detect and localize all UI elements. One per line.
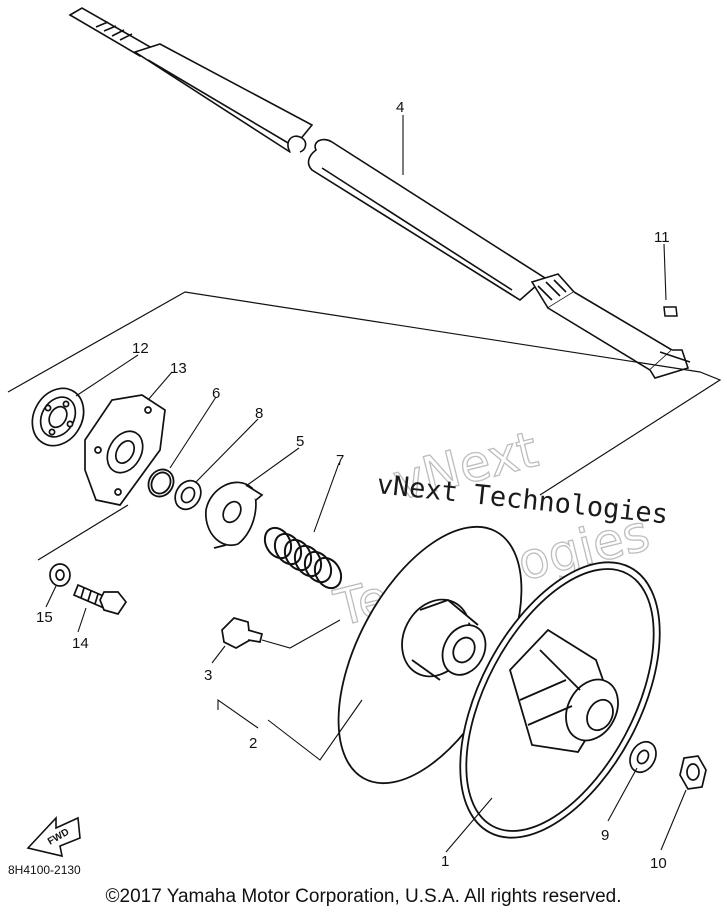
callout-4: 4 — [396, 99, 404, 116]
callout-7: 7 — [336, 452, 344, 469]
slider — [221, 617, 264, 649]
callout-13: 13 — [170, 360, 187, 377]
collar — [174, 479, 202, 511]
forward-direction-arrow: FWD — [26, 815, 81, 858]
copyright-notice: ©2017 Yamaha Motor Corporation, U.S.A. A… — [105, 886, 622, 907]
callout-14: 14 — [72, 635, 89, 652]
nut — [679, 755, 707, 790]
callout-1: 1 — [441, 853, 449, 870]
callout-5: 5 — [296, 433, 304, 450]
movable-sheave — [337, 525, 523, 785]
bearing-plate — [84, 394, 166, 506]
callout-12: 12 — [132, 340, 149, 357]
figure-number: 8H4100-2130 — [8, 863, 81, 877]
callout-15: 15 — [36, 609, 53, 626]
assembly-bracket — [7, 291, 722, 561]
callout-numbers: 4 11 12 13 6 8 5 7 15 14 3 2 1 9 10 — [36, 99, 670, 872]
callout-8: 8 — [255, 405, 263, 422]
fixed-sheave — [459, 561, 661, 839]
washer — [629, 740, 657, 774]
callout-10: 10 — [650, 855, 667, 872]
callout-9: 9 — [601, 827, 609, 844]
bolt — [72, 583, 128, 615]
leader-lines — [45, 115, 687, 853]
spring-seat — [205, 481, 264, 549]
secondary-shaft — [68, 7, 691, 379]
callout-2: 2 — [249, 735, 257, 752]
callout-3: 3 — [204, 667, 212, 684]
callout-11: 11 — [654, 229, 670, 246]
callout-6: 6 — [212, 385, 220, 402]
dowel-pin — [663, 306, 678, 317]
lock-washer — [49, 563, 71, 587]
circlip — [147, 468, 175, 498]
compression-spring — [263, 526, 343, 590]
bearing — [31, 387, 85, 447]
